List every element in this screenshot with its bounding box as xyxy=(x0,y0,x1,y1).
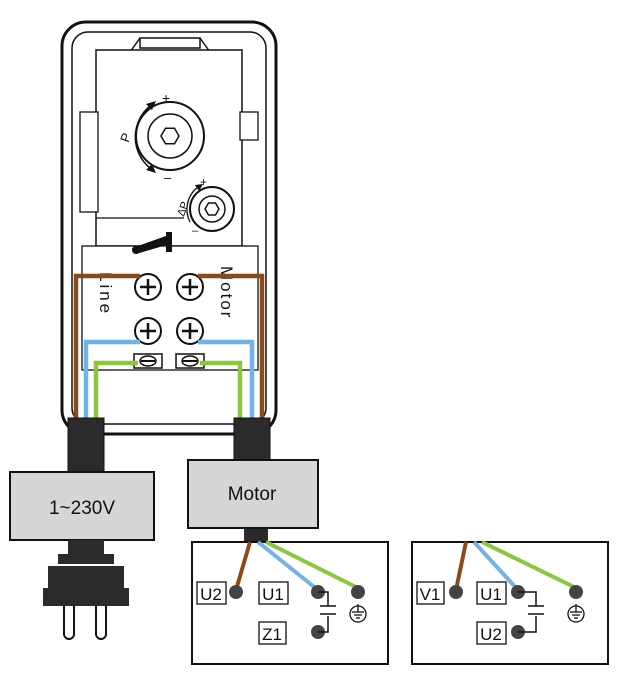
panel-right-green-wire xyxy=(481,540,577,590)
left-side-tab xyxy=(79,111,99,213)
capacitor-right-icon xyxy=(518,591,544,633)
line-label: Line xyxy=(96,272,115,316)
main-dial-plus: + xyxy=(162,90,170,106)
wires xyxy=(73,273,265,420)
panel-right-brown-wire xyxy=(454,541,468,591)
motor-brown-wire xyxy=(198,273,265,420)
panel-right-terminal-u2: U2 xyxy=(480,625,502,644)
capacitor-icon xyxy=(318,591,336,633)
earth-ground-right-icon xyxy=(567,604,585,623)
differential-adjust-dial[interactable]: + – ΔP xyxy=(175,175,235,237)
reset-lever-icon[interactable] xyxy=(132,232,172,254)
switch-housing-inner xyxy=(71,31,267,425)
plug-icon xyxy=(43,540,129,640)
terminal-area xyxy=(81,245,259,371)
terminal-screw-line-bottom[interactable] xyxy=(134,317,162,345)
ground-screw-right[interactable] xyxy=(175,353,205,369)
panel-right-blue-wire xyxy=(472,540,520,592)
terminal-screw-motor-top[interactable] xyxy=(176,273,204,301)
panel-right-terminal-u1: U1 xyxy=(480,585,502,604)
motor-connection-panel-right: V1 U1 U2 xyxy=(411,540,609,665)
line-blue-wire xyxy=(83,339,140,420)
line-brown-wire xyxy=(73,273,140,420)
hex-nut-icon xyxy=(160,127,180,145)
motor-cable xyxy=(233,417,271,463)
diff-dial-letter: ΔP xyxy=(175,200,191,218)
hex-nut-small-icon xyxy=(204,202,220,216)
panel-left-blue-wire xyxy=(256,540,320,592)
motor-connection-panel-left: U2 U1 Z1 xyxy=(191,540,389,665)
panel-left-terminal-u1: U1 xyxy=(262,585,284,604)
supply-box-label: 1~230V xyxy=(49,498,115,519)
diff-dial-plus: + xyxy=(200,175,207,189)
motor-green-wire xyxy=(200,360,243,420)
motor-cable-lower xyxy=(244,526,268,542)
diff-dial-minus: – xyxy=(192,225,199,237)
terminal-dot-u2 xyxy=(229,585,243,599)
terminal-dot-earth xyxy=(351,585,365,599)
terminal-block xyxy=(133,273,205,369)
supply-cable xyxy=(67,417,105,475)
earth-ground-icon xyxy=(349,604,367,623)
motor-box: Motor xyxy=(187,459,319,529)
terminal-screw-line-top[interactable] xyxy=(134,273,162,301)
terminal-dot-earth-right xyxy=(569,585,583,599)
rotation-arrow-icon xyxy=(134,105,151,169)
terminal-dot-v1 xyxy=(449,585,463,599)
pressure-switch: + – P + – ΔP xyxy=(60,20,278,436)
motor-blue-wire xyxy=(198,339,255,420)
main-dial-minus: – xyxy=(164,170,172,185)
rotation-arrow-small-icon xyxy=(186,186,199,223)
motor-box-label: Motor xyxy=(228,484,277,505)
line-green-wire xyxy=(93,360,138,420)
supply-box: 1~230V xyxy=(9,471,155,541)
panel-left-terminal-z1: Z1 xyxy=(262,625,282,644)
ground-screw-left[interactable] xyxy=(133,353,163,369)
top-latch xyxy=(139,37,201,49)
panel-left-brown-wire xyxy=(234,541,252,591)
terminal-screw-motor-bottom[interactable] xyxy=(176,317,204,345)
panel-left-terminal-u2: U2 xyxy=(200,585,222,604)
pressure-adjust-dial[interactable]: + – P xyxy=(117,90,205,185)
motor-label: Motor xyxy=(217,266,236,319)
panel-left-green-wire xyxy=(265,540,359,590)
right-side-tab xyxy=(239,111,259,141)
panel-right-terminal-v1: V1 xyxy=(420,585,441,604)
